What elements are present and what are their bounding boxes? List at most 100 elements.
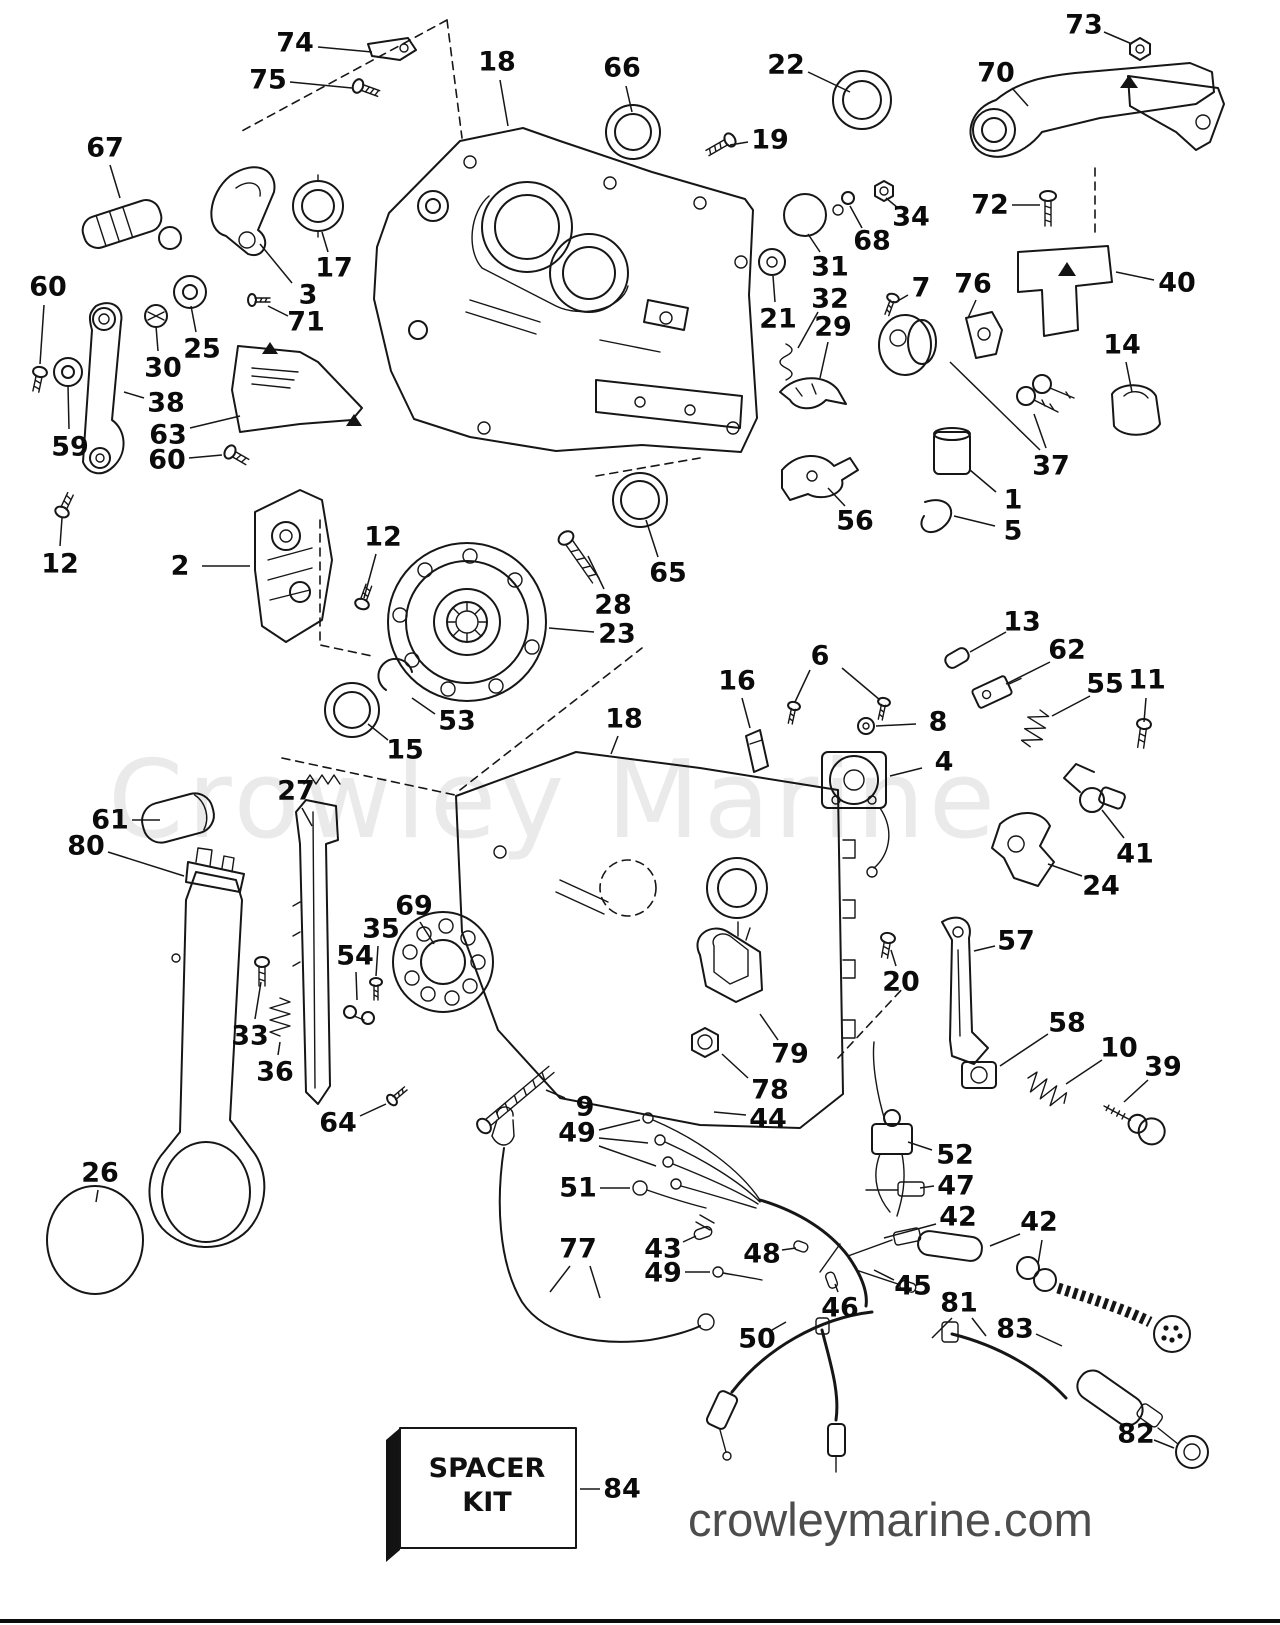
connector-82	[1136, 1403, 1209, 1469]
ring-17	[292, 174, 344, 238]
leader-line-47	[919, 1185, 935, 1189]
leader-line-15	[367, 723, 389, 741]
spacer-kit-box	[386, 1427, 577, 1562]
part-callout-34: 34	[892, 201, 930, 233]
screw-60-right	[223, 444, 250, 466]
leader-line-66	[625, 85, 633, 113]
leader-line-79	[759, 1013, 779, 1041]
upper-housing	[373, 127, 758, 453]
leader-line-38	[123, 391, 145, 399]
leader-line-75	[289, 81, 353, 89]
part-callout-44: 44	[749, 1103, 787, 1135]
screw-12-left	[54, 491, 74, 519]
leader-line-48	[781, 1247, 797, 1251]
leader-line-49	[598, 1119, 641, 1131]
part-callout-60: 60	[148, 444, 186, 476]
part-callout-10: 10	[1100, 1032, 1138, 1064]
part-callout-74: 74	[276, 27, 314, 59]
leader-line-8	[875, 723, 917, 727]
link-38	[82, 302, 125, 475]
leader-line-13	[969, 631, 1007, 653]
roller-1	[933, 427, 971, 475]
leader-line-30	[155, 325, 159, 352]
leader-line-28	[587, 555, 605, 590]
leader-line-82	[1153, 1439, 1175, 1449]
detent-41	[1063, 763, 1126, 813]
switch-52	[871, 1041, 913, 1217]
pin-13	[944, 647, 970, 669]
plate-74	[367, 37, 417, 61]
spacer-kit-line2: KIT	[462, 1487, 512, 1518]
screw-9	[476, 1065, 555, 1135]
leader-line-54	[355, 971, 358, 1001]
leader-line-18	[499, 79, 509, 127]
leader-line-74	[317, 46, 373, 53]
leader-line-37	[1033, 413, 1047, 449]
leader-line-53	[411, 697, 436, 715]
part-callout-49: 49	[644, 1257, 682, 1289]
part-callout-23: 23	[598, 618, 636, 650]
leader-line-14	[1125, 361, 1133, 393]
spacer-kit-label: SPACER KIT	[398, 1452, 576, 1520]
part-callout-71: 71	[287, 306, 325, 338]
leader-line-44	[713, 1111, 747, 1116]
leader-line-12	[59, 517, 63, 547]
part-callout-27: 27	[277, 775, 315, 807]
leader-line-39	[1123, 1079, 1149, 1103]
part-callout-45: 45	[894, 1270, 932, 1302]
leader-line-77	[589, 1265, 601, 1299]
clip-5	[920, 499, 953, 534]
part-callout-6: 6	[810, 640, 830, 672]
leader-line-17	[321, 231, 329, 253]
part-callout-26: 26	[81, 1157, 119, 1189]
screw-75	[351, 78, 381, 98]
leader-line-50	[771, 1321, 787, 1331]
washer-screw-68	[832, 191, 855, 216]
leader-line-19	[729, 141, 749, 146]
leader-line-16	[741, 697, 751, 729]
wiring-harness	[632, 1112, 925, 1308]
screw-20	[880, 931, 896, 959]
screw-64	[386, 1086, 408, 1107]
ring-65	[612, 472, 668, 528]
part-callout-40: 40	[1158, 267, 1196, 299]
disc-31	[783, 193, 827, 237]
part-callout-46: 46	[821, 1292, 859, 1324]
spring-10	[1027, 1071, 1068, 1107]
leader-line-7	[895, 294, 909, 303]
part-callout-62: 62	[1048, 634, 1086, 666]
part-callout-60: 60	[29, 271, 67, 303]
part-callout-66: 66	[603, 52, 641, 84]
leader-line-59	[67, 385, 70, 430]
part-callout-39: 39	[1144, 1051, 1182, 1083]
leader-line-22	[807, 71, 851, 93]
part-callout-76: 76	[954, 268, 992, 300]
block-62	[971, 675, 1022, 709]
part-callout-80: 80	[67, 830, 105, 862]
screw-71	[247, 293, 271, 307]
part-callout-43: 43	[644, 1233, 682, 1265]
spring-36	[269, 997, 291, 1037]
construction-lines	[239, 19, 1096, 1059]
nut-78	[691, 1027, 719, 1058]
leader-line-63	[189, 415, 241, 429]
cam-plate-24	[991, 811, 1055, 887]
part-callout-29: 29	[814, 311, 852, 343]
leader-line-5	[953, 515, 996, 527]
spring-32	[779, 343, 793, 381]
part-callout-77: 77	[559, 1233, 597, 1265]
leader-line-81	[931, 1317, 953, 1339]
screw-19	[705, 132, 737, 157]
leader-line-6	[794, 669, 811, 703]
part-callout-81: 81	[940, 1287, 978, 1319]
grip-14	[1111, 384, 1161, 436]
leader-line-4	[889, 767, 923, 777]
part-callout-73: 73	[1065, 9, 1103, 41]
part-callout-16: 16	[718, 665, 756, 697]
part-callout-18: 18	[478, 46, 516, 78]
leader-line-11	[1143, 697, 1147, 723]
handle-grip-67	[81, 199, 182, 250]
part-callout-78: 78	[751, 1074, 789, 1106]
part-callout-47: 47	[937, 1170, 975, 1202]
